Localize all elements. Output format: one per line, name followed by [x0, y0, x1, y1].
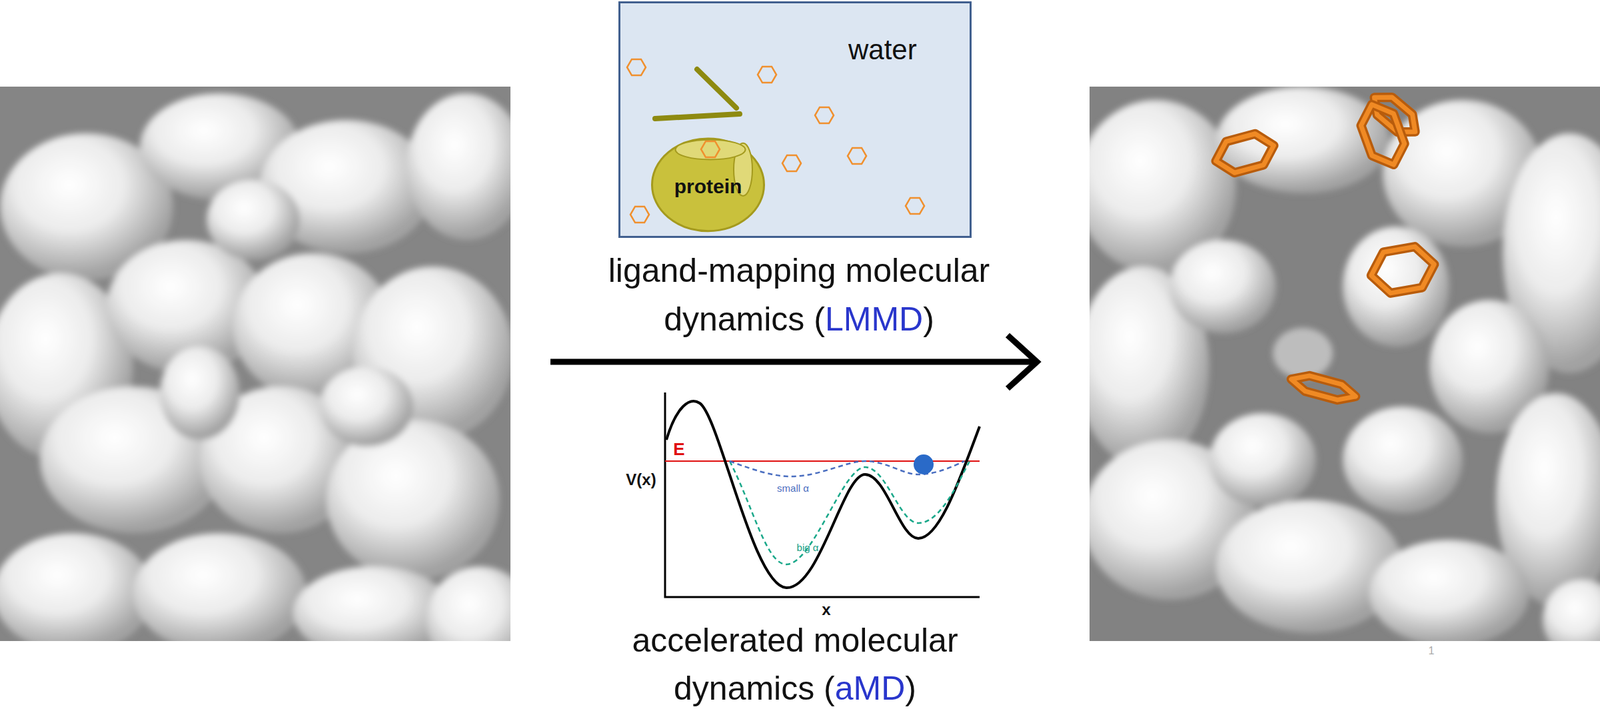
probe-hexagon: [701, 141, 720, 158]
surface-lobe: [1342, 406, 1463, 514]
surface-lobe: [1209, 413, 1317, 507]
probe-molecules: [627, 59, 925, 223]
caption-part: ): [922, 300, 935, 338]
benzene-ring: [1355, 98, 1411, 171]
mapped-protein-surface: [1089, 86, 1600, 642]
lid-stick: [697, 69, 737, 108]
probe-hexagon: [847, 147, 867, 164]
curve-label: big α: [797, 541, 819, 554]
surface-lobes: [0, 93, 511, 642]
pocket-floor: [1272, 327, 1333, 379]
potential-curve: [666, 401, 980, 588]
benzene-ring: [1367, 243, 1438, 296]
axis-symbol: E: [673, 439, 685, 460]
slide-number: 1: [1428, 645, 1435, 658]
axis-label: x: [821, 600, 831, 620]
method-acronym: LMMD: [824, 300, 923, 338]
probe-hexagon: [757, 66, 777, 83]
surface-lobe: [159, 346, 240, 440]
water-box: water protein: [618, 1, 972, 238]
surface-lobe: [1342, 226, 1450, 347]
benzene-ring: [1355, 98, 1411, 171]
surface-lobe: [1216, 499, 1403, 634]
benzene-ring: [1211, 129, 1278, 177]
axis-label: V(x): [625, 470, 656, 490]
method-acronym: aMD: [834, 669, 906, 708]
caption-part: ): [904, 669, 917, 708]
protein-lid: [655, 69, 740, 119]
protein-surface: [0, 86, 511, 642]
surface-lobe: [319, 366, 414, 447]
probe-hexagon: [905, 197, 925, 214]
surface-lobe: [0, 533, 154, 642]
process-arrow: [550, 359, 1033, 366]
method-caption: accelerated molecular dynamics (aMD): [568, 616, 1022, 709]
system-state-ball: [913, 454, 934, 475]
probe-hexagon: [630, 206, 650, 223]
method-caption: ligand-mapping molecular dynamics (LMMD): [572, 246, 1026, 344]
benzene-ring: [1289, 371, 1359, 404]
benzene-ring: [1289, 371, 1359, 404]
surface-lobe: [133, 533, 307, 642]
benzene-ring: [1211, 129, 1278, 177]
curve-label: small α: [777, 482, 809, 494]
surface-lobe: [206, 179, 300, 260]
benzene-ring: [1367, 243, 1438, 296]
protein-shape: protein: [649, 123, 767, 234]
surface-lobe: [1369, 539, 1530, 642]
shape-label: protein: [649, 175, 767, 198]
energy-plot: [665, 392, 980, 598]
ligand-rings: [1211, 88, 1438, 405]
arrow-head: [1007, 335, 1037, 389]
surface-lobe: [1542, 579, 1600, 642]
plot-axes: [665, 392, 980, 598]
surface-lobe: [406, 93, 511, 240]
surface-lobe: [426, 566, 511, 642]
surface-lobes: [1089, 86, 1600, 642]
lid-stick: [655, 113, 740, 119]
probe-hexagon: [627, 59, 646, 76]
probe-hexagon: [782, 155, 801, 172]
probe-hexagon: [814, 107, 834, 124]
binding-opening: [675, 139, 746, 160]
region-label: water: [848, 33, 949, 66]
surface-lobe: [1169, 239, 1277, 334]
boosted-potential-big: [729, 461, 970, 565]
